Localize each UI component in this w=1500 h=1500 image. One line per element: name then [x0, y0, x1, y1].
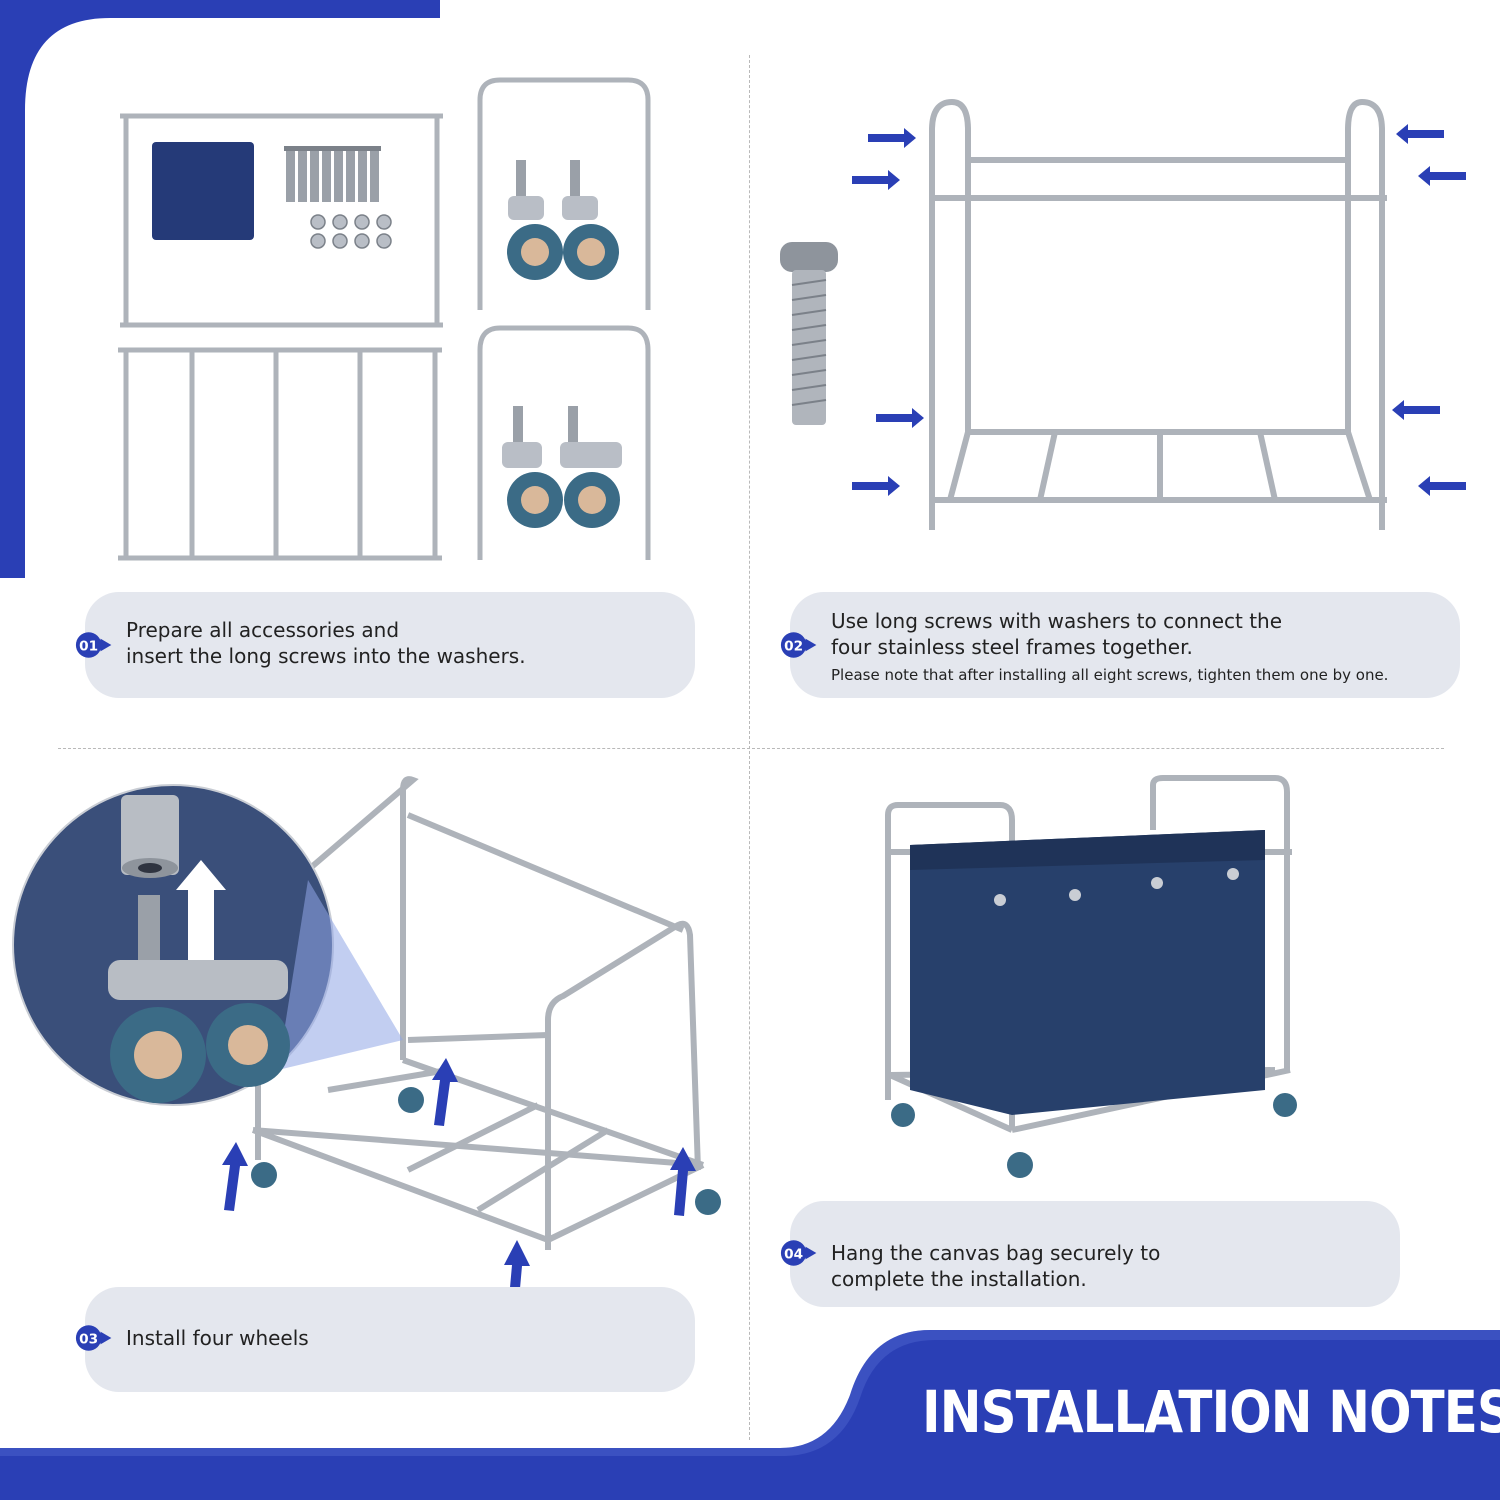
caster-wheels: [891, 1093, 1297, 1178]
caster-wheels-bottom: [502, 406, 622, 528]
zoom-beam: [278, 880, 403, 1070]
inverted-frame: [251, 776, 705, 1250]
step-2-number: 02: [784, 638, 803, 654]
step-1-number: 01: [79, 638, 98, 654]
assembled-frame: [929, 98, 1387, 530]
step-4-completed-cart-illustration: [885, 775, 1297, 1178]
step-1-parts-illustration: [118, 77, 651, 561]
numbered-arrow-badge-icon: 04: [780, 1240, 817, 1266]
step-1-line-1: Prepare all accessories and: [126, 618, 400, 642]
step-card-4: [790, 1201, 1400, 1307]
step-3-number: 03: [79, 1331, 98, 1347]
step-card-3: [85, 1287, 695, 1392]
step-2-frame-illustration: [780, 98, 1466, 530]
blue-arrow-icon: [222, 1058, 696, 1311]
caster-wheels-top: [507, 160, 619, 280]
u-frame-bottom: [477, 325, 651, 560]
bag-clips: [994, 868, 1239, 906]
canvas-bag: [910, 830, 1265, 1115]
step-3-line-1: Install four wheels: [126, 1326, 309, 1350]
step-2-line-1: Use long screws with washers to connect …: [831, 609, 1283, 633]
step-4-number: 04: [784, 1246, 803, 1262]
frame-panel-top: [120, 113, 443, 328]
numbered-arrow-badge-icon: 02: [780, 632, 817, 658]
long-screw-closeup: [780, 242, 838, 425]
numbered-arrow-badge-icon: 03: [75, 1325, 112, 1351]
step-2-line-2: four stainless steel frames together.: [831, 635, 1193, 659]
step-card-1: [85, 592, 695, 698]
u-frame-top: [477, 77, 651, 310]
zoom-detail-parts: [108, 795, 290, 1103]
blue-arrow-icon: [852, 124, 1466, 496]
nuts-group: [310, 214, 392, 249]
white-up-arrow-icon: [176, 860, 226, 960]
screws-group: [284, 146, 381, 202]
step-3-wheels-illustration: [12, 776, 721, 1317]
step-2-note: Please note that after installing all ei…: [831, 666, 1389, 684]
frame-panel-bottom: [118, 347, 442, 561]
horizontal-divider: [58, 748, 1444, 749]
numbered-arrow-badge-icon: 01: [75, 632, 112, 658]
vertical-divider: [749, 55, 750, 1440]
step-card-2: [790, 592, 1460, 698]
page-title: INSTALLATION NOTES: [922, 1378, 1500, 1446]
step-4-line-1: Hang the canvas bag securely to: [831, 1241, 1161, 1265]
step-1-line-2: insert the long screws into the washers.: [126, 644, 526, 668]
step-4-line-2: complete the installation.: [831, 1267, 1087, 1291]
folded-canvas-bag: [152, 142, 254, 240]
